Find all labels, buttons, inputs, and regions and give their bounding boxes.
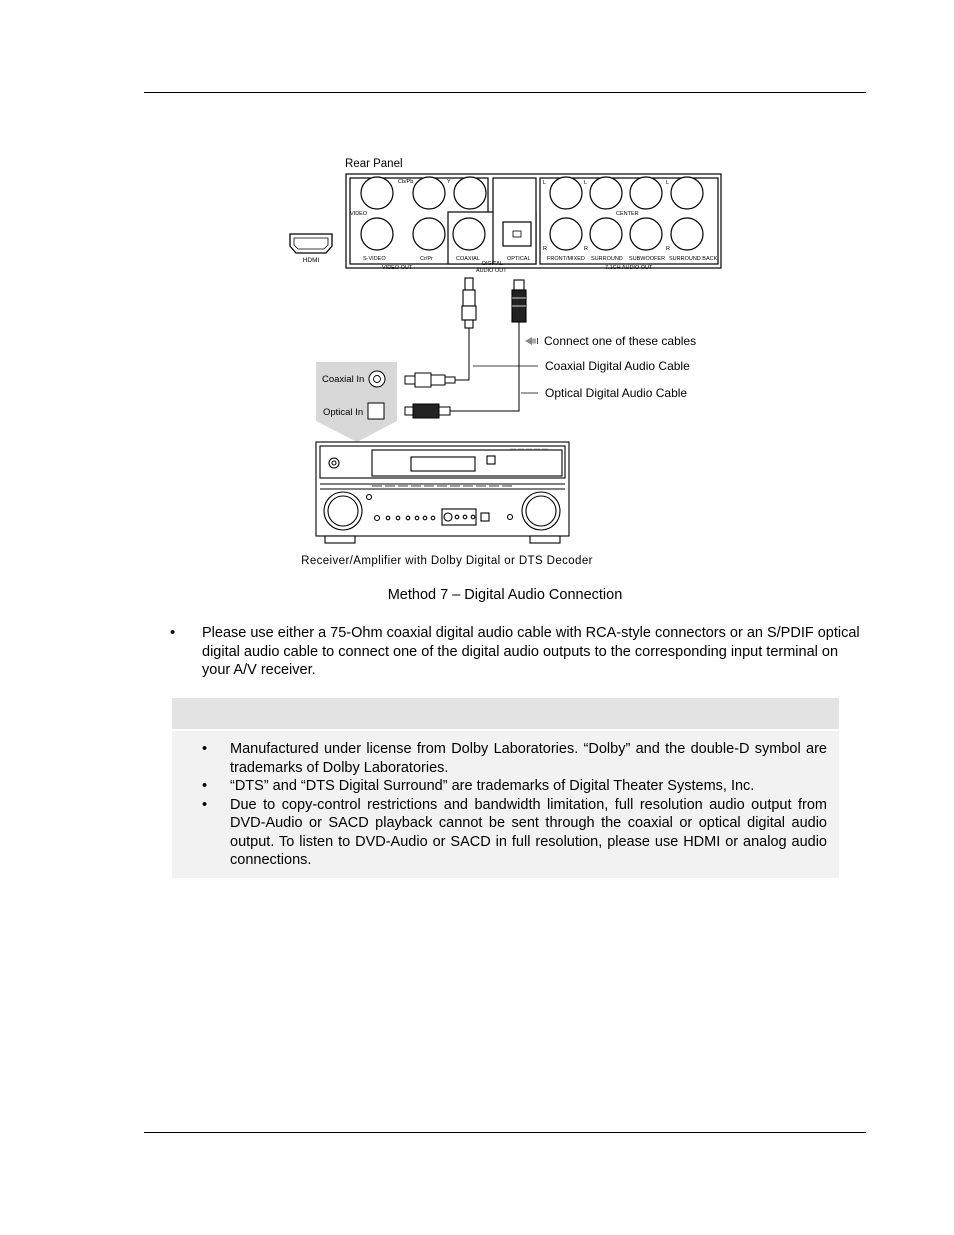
optical-in-label: Optical In [323,407,363,418]
label-optical: OPTICAL [507,256,531,262]
coaxial-in-jack [368,370,386,388]
label-s-video: S-VIDEO [363,256,386,262]
note-text: Manufactured under license from Dolby La… [230,741,827,776]
label-l3: L [666,180,669,186]
label-y: Y [447,179,451,185]
coaxial-cable-label: Coaxial Digital Audio Cable [545,359,690,373]
legend-arrow-icon [525,337,538,345]
optical-port [502,221,532,247]
note-header [172,698,839,729]
label-center: CENTER [616,211,639,217]
note-list: • Manufactured under license from Dolby L… [172,731,839,870]
coaxial-in-label: Coaxial In [322,374,364,385]
audio-71-jacks [549,176,704,251]
note-text: Due to copy-control restrictions and ban… [230,796,827,869]
label-l2: L [584,180,587,186]
rear-panel [345,173,722,269]
label-video: VIDEO [350,211,368,217]
note-item: • Manufactured under license from Dolby L… [172,740,827,777]
label-r2: R [584,246,588,252]
header-rule [144,92,866,93]
optical-in-port [367,402,385,420]
optical-plug-side [404,403,451,419]
label-audio-71-out: 7.1CH AUDIO OUT [605,265,653,271]
footer-rule [144,1132,866,1133]
instruction-text: Please use either a 75-Ohm coaxial digit… [202,625,860,678]
figure-caption: Method 7 – Digital Audio Connection [387,587,623,603]
hdmi-port [289,233,333,254]
video-jacks [360,176,487,251]
label-digital: DIGITAL [482,261,503,267]
optical-plug-top [511,279,527,323]
label-surround-back: SURROUND BACK [669,256,718,262]
label-l1: L [543,180,546,186]
label-subwoofer: SUBWOOFER [629,256,665,262]
note-item: • “DTS” and “DTS Digital Surround” are tr… [172,777,827,796]
label-surround: SURROUND [591,256,623,262]
connection-diagram: Rear Panel HDMI Cb/Pb Y [289,158,722,567]
label-cb-pb: Cb/Pb [398,179,413,185]
rear-panel-title: Rear Panel [345,158,403,170]
note-bullet: • [202,796,208,813]
legend-connect-text: Connect one of these cables [544,334,696,348]
note-bullet: • [202,778,208,794]
coaxial-plug-top [461,277,477,329]
coaxial-jack [452,217,486,251]
instruction-bullet: • Please use either a 75-Ohm coaxial dig… [170,624,860,680]
optical-cable-label: Optical Digital Audio Cable [545,386,687,400]
receiver-amplifier [315,441,570,544]
label-audio-out: AUDIO OUT [476,268,507,274]
port-labels: Cb/Pb Y VIDEO S-VIDEO Cr/Pr VIDEO OUT CO… [350,179,718,274]
note-text: “DTS” and “DTS Digital Surround” are tra… [230,778,755,794]
note-body: • Manufactured under license from Dolby L… [172,731,839,878]
note-item: • Due to copy-control restrictions and ba… [172,796,827,870]
label-coaxial: COAXIAL [456,256,480,262]
bullet-symbol: • [170,625,176,641]
label-front-mixed: FRONT/MIXED [547,256,585,262]
hdmi-label: HDMI [303,257,320,264]
note-bullet: • [202,741,208,757]
label-r3: R [666,246,670,252]
label-cr-pr: Cr/Pr [420,256,433,262]
label-video-out: VIDEO OUT [382,265,413,271]
label-r1: R [543,246,547,252]
receiver-caption: Receiver/Amplifier with Dolby Digital or… [301,555,593,567]
coaxial-plug-side [404,372,456,388]
